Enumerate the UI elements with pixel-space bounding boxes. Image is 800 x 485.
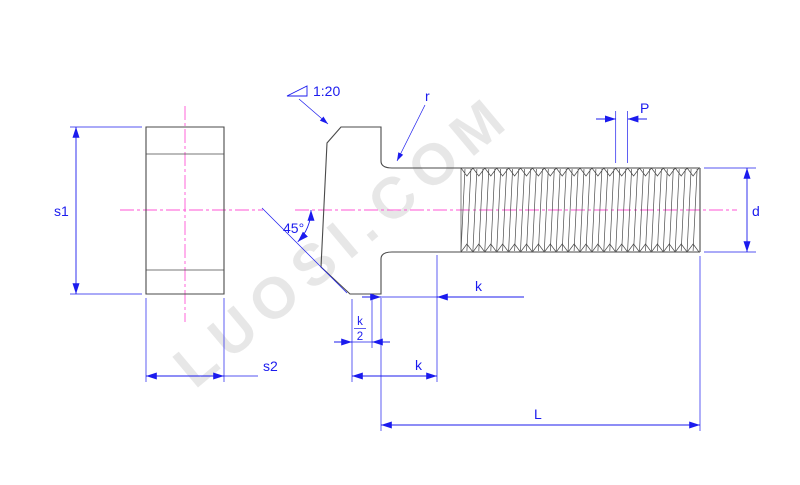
angle-45-label: 45° xyxy=(283,220,304,236)
k-half-numerator: k xyxy=(357,316,363,328)
k-lower-label: k xyxy=(415,357,423,373)
dimension-k-upper: k xyxy=(362,255,524,382)
taper-label: 1:20 xyxy=(313,83,340,99)
head-side-outline xyxy=(320,126,393,295)
thread-detail xyxy=(460,167,700,253)
side-view-bolt: 1:20 r 45° P d xyxy=(261,83,760,431)
r-label: r xyxy=(425,88,430,104)
annotation-taper: 1:20 xyxy=(286,83,340,125)
k-half-denominator: 2 xyxy=(357,331,363,343)
annotation-chamfer-angle: 45° xyxy=(261,207,348,294)
dimension-k-lower: k xyxy=(352,357,437,380)
length-label: L xyxy=(534,406,542,422)
diameter-label: d xyxy=(752,203,760,219)
dimension-diameter: d xyxy=(704,167,760,253)
left-view-head-front: s1 s2 xyxy=(54,106,278,382)
annotation-fillet-radius: r xyxy=(396,88,430,162)
pitch-label: P xyxy=(640,100,649,116)
dimension-length: L xyxy=(380,256,701,431)
s2-label: s2 xyxy=(263,358,278,374)
k-upper-label: k xyxy=(475,278,483,294)
dimension-k-half: k 2 xyxy=(334,297,390,382)
s1-label: s1 xyxy=(54,203,69,219)
watermark-text: LUOSI.COM xyxy=(162,81,525,400)
dimension-pitch: P xyxy=(596,100,649,163)
dimension-s1: s1 xyxy=(54,126,142,295)
head-front-outline xyxy=(145,126,225,295)
taper-symbol-icon xyxy=(286,85,308,97)
dimension-s2: s2 xyxy=(145,298,278,382)
